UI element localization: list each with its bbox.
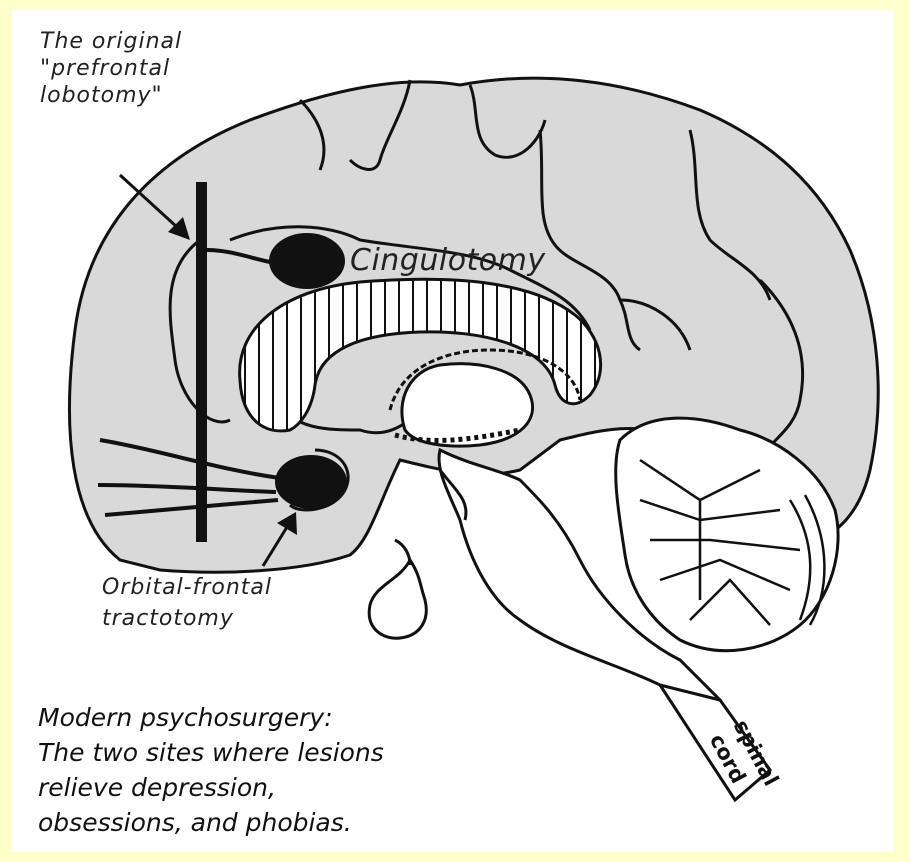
label-line: "prefrontal [40,55,182,82]
label-spinal-cord: spinal cord [690,718,820,798]
label-orbital-frontal: Orbital-frontal tractotomy [102,572,272,634]
label-line: lobotomy" [40,82,182,109]
caption-line: The two sites where lesions [38,735,384,770]
label-original-lobotomy: The original "prefrontal lobotomy" [40,28,182,109]
orbital-frontal-lesion [275,455,347,509]
caption-line: relieve depression, [38,770,384,805]
caption-line: obsessions, and phobias. [38,805,384,840]
label-line: The original [40,28,182,55]
pituitary [369,560,426,638]
label-line: tractotomy [102,603,272,634]
thalamus [402,364,533,446]
label-line: Orbital-frontal [102,572,272,603]
label-cingulotomy: Cingulotomy [350,246,546,276]
figure-caption: Modern psychosurgery: The two sites wher… [38,700,384,840]
caption-line: Modern psychosurgery: [38,700,384,735]
cingulotomy-lesion [269,233,345,289]
